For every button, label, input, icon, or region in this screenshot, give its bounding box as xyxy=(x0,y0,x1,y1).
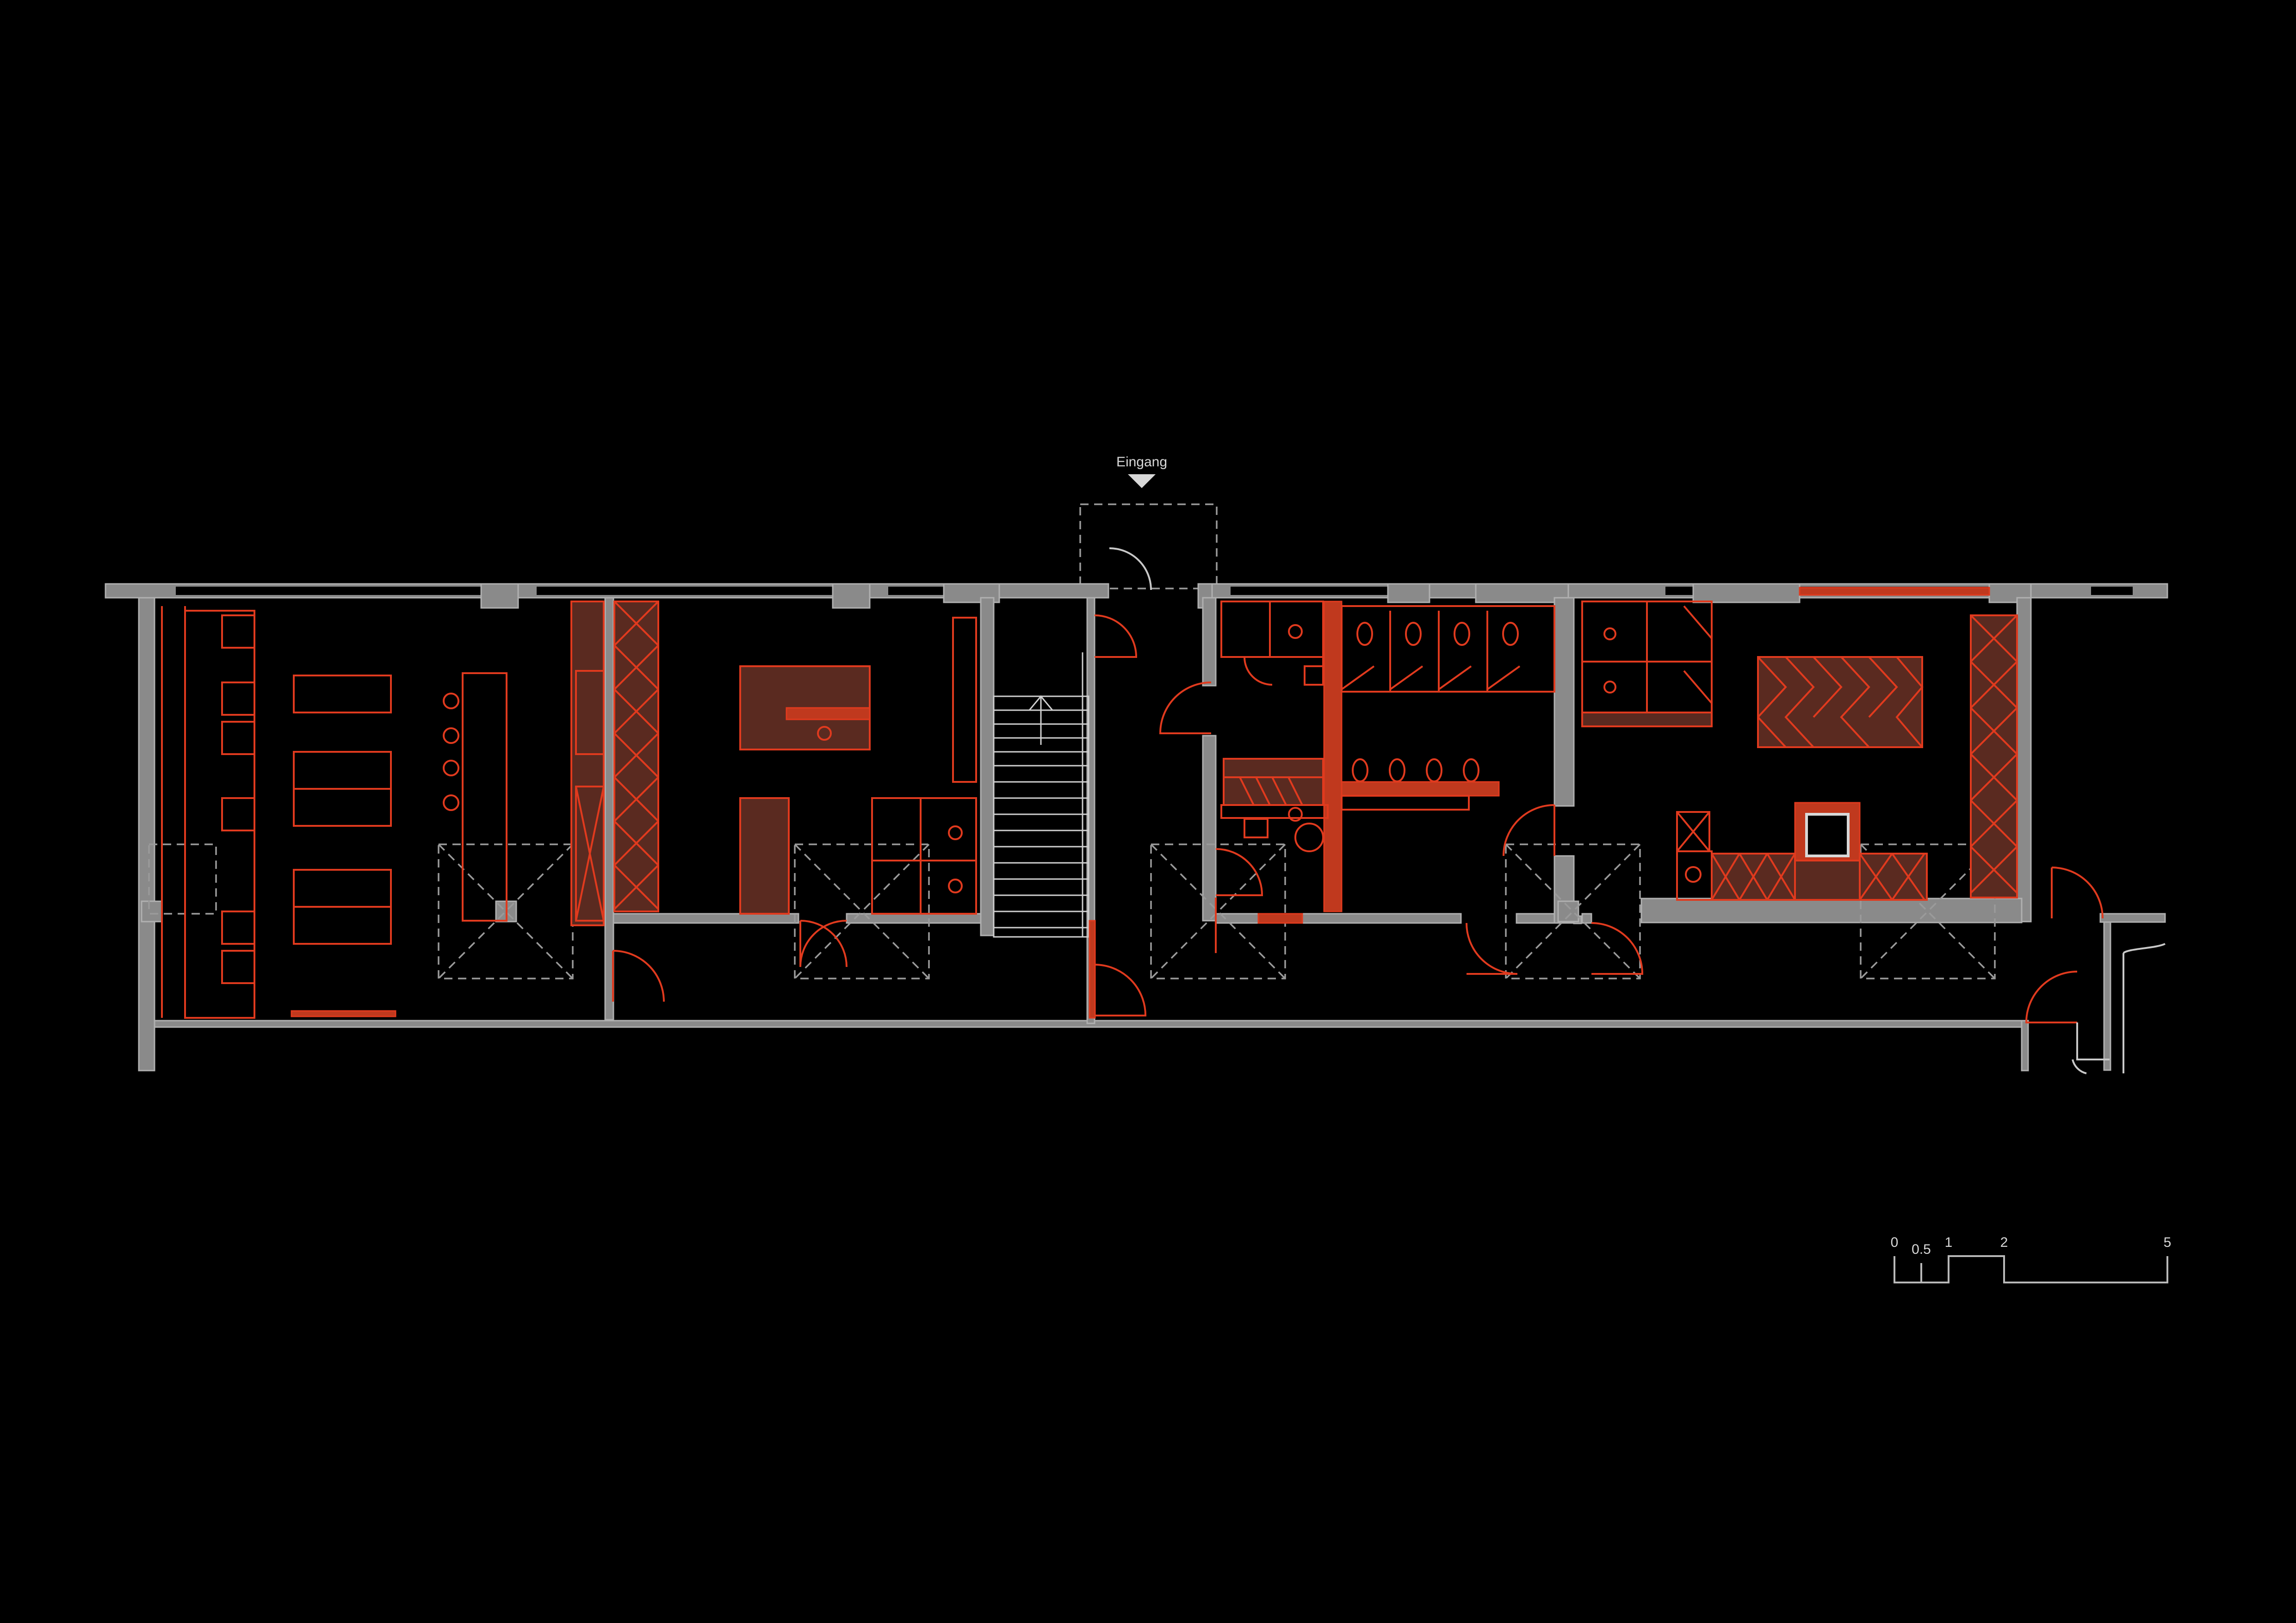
scale-tick-0-5: 0.5 xyxy=(1912,1242,1931,1257)
room-wc xyxy=(1159,601,1555,953)
dining-bench xyxy=(291,1010,396,1017)
interior-walls xyxy=(141,597,2023,1024)
entrance-arrow-icon xyxy=(1128,474,1156,488)
storage-appliance xyxy=(1794,802,1861,901)
entrance-marker: Eingang xyxy=(1079,454,1218,590)
kitchen-wc xyxy=(871,797,977,915)
wc-corridor-door-icon xyxy=(1159,681,1212,734)
bar-stools xyxy=(443,693,459,811)
scale-tick-2: 2 xyxy=(2000,1235,2008,1250)
wc-accessible xyxy=(1220,601,1324,686)
storage-rack xyxy=(1757,656,1923,748)
dining-door-icon xyxy=(612,950,665,1002)
storage-counter-right xyxy=(1859,853,1928,901)
storage-shelving xyxy=(1970,614,2018,898)
stair-arrow-icon xyxy=(1028,695,1053,711)
wc-cabins xyxy=(1341,605,1555,693)
entrance-door-icon xyxy=(1109,547,1152,590)
scale-tick-1: 1 xyxy=(1945,1235,1953,1250)
bar-counter xyxy=(462,672,507,922)
room-kitchen xyxy=(613,601,977,967)
storage-showers xyxy=(1581,601,1713,727)
table-groups xyxy=(293,675,392,945)
stair-door-top-icon xyxy=(1094,614,1138,658)
scale-tick-5: 5 xyxy=(2164,1235,2172,1250)
stair-door-bottom-icon xyxy=(1094,964,1147,1016)
scale-tick-0: 0 xyxy=(1891,1235,1899,1250)
kitchen-worktop xyxy=(739,797,790,915)
storage-door-icon xyxy=(1503,804,1555,856)
staircase xyxy=(993,614,1147,1019)
wc-urinals xyxy=(1341,758,1500,811)
room-storage xyxy=(1466,587,2166,1074)
wc-door-icon xyxy=(1215,848,1263,896)
wc-lockers xyxy=(1220,758,1329,852)
room-dining xyxy=(161,601,665,1019)
entrance-label: Eingang xyxy=(1116,454,1167,470)
kitchen-shelving-crosses xyxy=(613,601,659,910)
exit-door-icon xyxy=(2051,867,2104,919)
booth-seats xyxy=(221,614,255,984)
wc-partition-wall xyxy=(1323,601,1343,912)
scale-bar: 0 0.5 1 2 5 xyxy=(1891,1235,2172,1283)
